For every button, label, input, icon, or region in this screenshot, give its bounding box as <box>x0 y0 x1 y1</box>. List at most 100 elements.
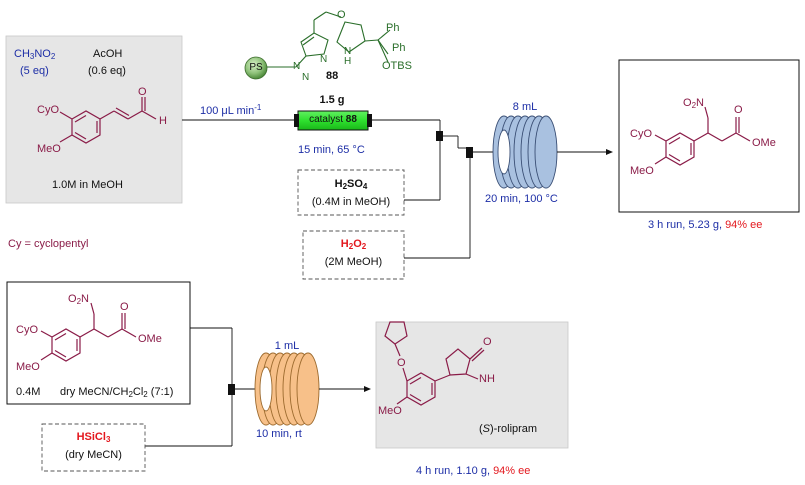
cartridge-label: catalyst 88 <box>298 114 368 126</box>
aldehyde-h-label: H <box>159 115 167 127</box>
arrow-head-2 <box>364 386 371 392</box>
nitromethane-equivalents: (5 eq) <box>20 65 49 77</box>
substrate-nitro-n: N <box>81 293 89 305</box>
cartridge-label-number: 88 <box>345 114 357 125</box>
nitromethane-sub-a: 3 <box>29 52 35 61</box>
coil-8ml-conditions: 20 min, 100 °C <box>485 193 558 205</box>
acid-feed-box <box>297 169 405 216</box>
nitromethane-part-a: CH <box>14 48 30 60</box>
rolipram-name: (S)-rolipram <box>479 423 537 436</box>
acid-feed-formula: H2SO4 <box>298 178 404 191</box>
catalyst-structure <box>266 11 391 68</box>
nitro-ester-structure-2 <box>40 302 137 362</box>
product1-carbonyl-o: O <box>734 104 743 116</box>
coil-1ml-volume: 1 mL <box>274 340 300 352</box>
product1-nitro-o: O <box>683 97 692 109</box>
arrow-head-1 <box>606 149 613 155</box>
peroxide-sub1: 2 <box>348 242 354 251</box>
reagent-panel-1 <box>5 35 183 204</box>
acid-h: H <box>334 178 343 190</box>
phenyl-2-label: Ph <box>392 42 406 54</box>
mixer-2 <box>466 147 473 158</box>
rolipram-ether-o: O <box>397 357 406 369</box>
cartridge-cap-right <box>367 114 372 127</box>
cartridge-cap-left <box>294 114 299 127</box>
rolipram-structure <box>384 321 485 406</box>
solvent-part-a: dry MeCN/CH <box>60 386 129 398</box>
rolipram-ketone-o: O <box>483 336 492 348</box>
nitromethane-part-b: NO <box>34 48 51 60</box>
aldehyde-cyo-label: CyO <box>37 104 59 116</box>
pyrrolidine-h: H <box>344 56 352 67</box>
reductant-formula: HSiCl3 <box>42 431 145 444</box>
rolipram-nh: NH <box>479 373 495 385</box>
product1-meo: MeO <box>630 165 654 177</box>
aldehyde-meo-label: MeO <box>37 143 61 155</box>
rolipram-stereo: S <box>482 423 491 435</box>
cartridge-label-text: catalyst <box>309 114 343 125</box>
aldehyde-concentration: 1.0M in MeOH <box>52 179 123 191</box>
result-step2: 4 h run, 1.10 g, 94% ee <box>416 465 530 478</box>
coil-8ml-volume: 8 mL <box>512 101 538 113</box>
peroxide-feed-box <box>302 230 405 280</box>
substrate-cyo: CyO <box>16 324 38 336</box>
reductant-name: HSiCl <box>76 431 106 443</box>
substrate-concentration: 0.4M <box>16 386 41 398</box>
substrate-ome: OMe <box>138 333 162 345</box>
peroxide-feed-formula: H2O2 <box>303 238 404 251</box>
rolipram-panel <box>375 321 569 449</box>
product1-nitro-label: O2N <box>683 97 704 110</box>
triazole-n3: N <box>320 54 328 65</box>
pyrrolidine-n: N <box>344 46 352 57</box>
solvent-part-b: Cl <box>132 386 144 398</box>
product1-nitro-n: N <box>696 97 704 109</box>
nitromethane-sub-b: 2 <box>50 52 56 61</box>
nitromethane-formula: CH3NO2 <box>14 48 55 61</box>
acid-sub2: 4 <box>362 182 368 191</box>
product1-nitro-sub: 2 <box>691 101 697 110</box>
product1-ome: OMe <box>752 137 776 149</box>
rolipram-name-text: )-rolipram <box>490 423 538 435</box>
substrate-meo: MeO <box>16 361 40 373</box>
solvent-ratio: (7:1) <box>147 386 174 398</box>
coil-8ml <box>492 115 558 189</box>
solvent-sub-2: 2 <box>143 390 148 399</box>
substrate-nitro-sub: 2 <box>76 297 82 306</box>
peroxide-sub2: 2 <box>361 242 367 251</box>
triazole-n2: N <box>302 72 310 83</box>
flow-rate-label: 100 μL min-1 <box>200 103 262 118</box>
acid-feed-solvent: (0.4M in MeOH) <box>311 196 391 208</box>
substrate-nitro-o: O <box>68 293 77 305</box>
aldehyde-structure <box>59 97 157 144</box>
reductant-solvent: (dry MeCN) <box>65 449 122 461</box>
peroxide-feed-solvent: (2M MeOH) <box>324 256 383 268</box>
substrate-box <box>6 281 191 405</box>
result1-ee: 94% ee <box>725 219 763 231</box>
acid-so: SO <box>347 178 363 190</box>
cyclopentyl-legend: Cy = cyclopentyl <box>8 238 89 250</box>
product-box-1 <box>618 59 800 213</box>
catalyst-mass: 1.5 g <box>319 94 345 106</box>
result2-text: 4 h run, 1.10 g, <box>416 465 494 477</box>
aldehyde-oxygen-label: O <box>138 86 147 98</box>
acetic-acid-label: AcOH <box>93 48 123 60</box>
mixer-1 <box>436 131 443 141</box>
peroxide-o: O <box>353 238 362 250</box>
reductant-sub: 3 <box>105 435 111 444</box>
acid-sub1: 2 <box>342 182 348 191</box>
catalyst-number: 88 <box>326 70 339 82</box>
product1-cyo: CyO <box>630 128 652 140</box>
ps-bead-label: PS <box>249 62 263 73</box>
peroxide-h: H <box>340 238 349 250</box>
acetic-acid-equivalents: (0.6 eq) <box>88 65 126 77</box>
coil-1ml-conditions: 10 min, rt <box>256 428 302 440</box>
substrate-solvent: dry MeCN/CH2Cl2 (7:1) <box>60 386 173 399</box>
polystyrene-bead <box>244 56 268 80</box>
triazole-n1: N <box>293 61 301 72</box>
flow-rate-exponent: -1 <box>254 103 262 112</box>
cartridge-conditions: 15 min, 65 °C <box>298 144 365 156</box>
flow-rate-value: 100 μL min <box>200 105 255 117</box>
reductant-feed-box <box>41 423 146 472</box>
